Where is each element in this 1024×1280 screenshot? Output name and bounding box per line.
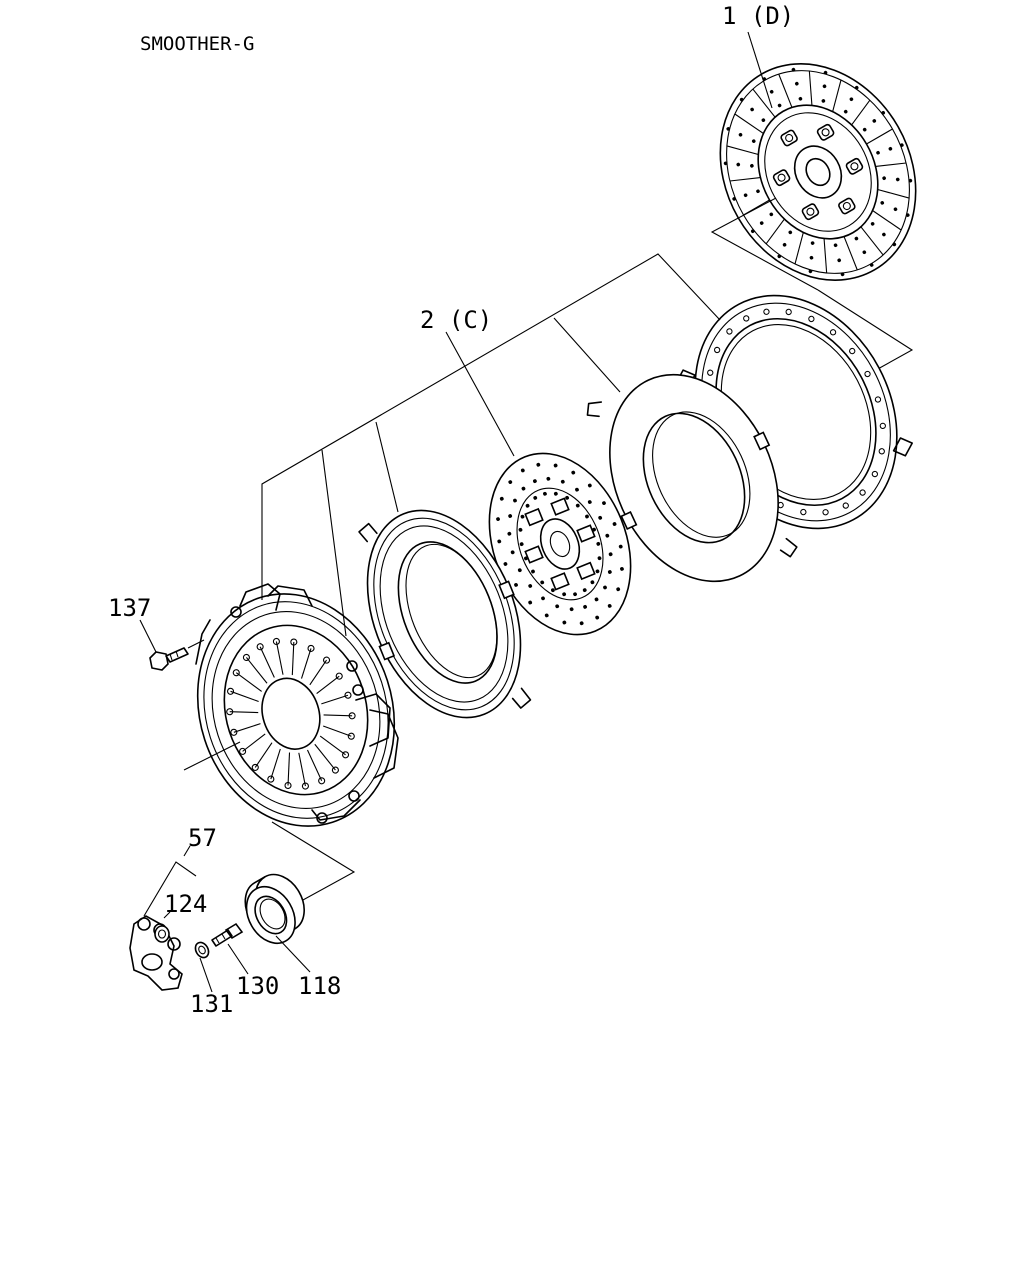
callout-1d: 1 (D)	[722, 2, 794, 30]
diagram-title: SMOOTHER-G	[140, 33, 254, 55]
bush-124	[154, 925, 170, 943]
release-fork-57	[129, 915, 183, 991]
tie-line-57	[143, 861, 197, 917]
release-bearing-118	[244, 873, 305, 945]
callout-2c: 2 (C)	[420, 306, 492, 334]
tie-line-cover	[817, 289, 914, 371]
tie-line-c	[375, 421, 399, 513]
pressure-plate-ring	[586, 373, 798, 583]
clip-131	[194, 941, 210, 959]
tie-line-bearing	[271, 821, 356, 907]
callout-131: 131	[190, 990, 233, 1018]
tie-line-disc-d	[710, 197, 819, 291]
bolt-130	[211, 922, 244, 947]
tie-line-d	[553, 317, 621, 393]
leader-137	[139, 619, 157, 653]
bolt-137	[149, 639, 205, 671]
callout-118: 118	[298, 972, 341, 1000]
callout-130: 130	[236, 972, 279, 1000]
leader-130	[227, 943, 249, 975]
clutch-disc-c	[488, 452, 632, 636]
leader-57	[183, 845, 191, 857]
callout-57: 57	[188, 824, 217, 852]
leader-131	[199, 957, 213, 993]
clutch-disc-d	[719, 63, 917, 281]
leader-disc-c	[445, 331, 515, 457]
intermediate-plate	[358, 509, 532, 719]
tie-line-b	[321, 449, 347, 637]
leader-118	[275, 935, 311, 973]
tie-frame-main	[261, 253, 721, 600]
leader-disc-d	[747, 31, 773, 109]
callout-137: 137	[108, 594, 151, 622]
callout-124: 124	[164, 890, 207, 918]
tie-line-cover-left	[183, 741, 241, 771]
leader-124	[163, 911, 171, 919]
clutch-cover-assembly	[195, 583, 399, 827]
